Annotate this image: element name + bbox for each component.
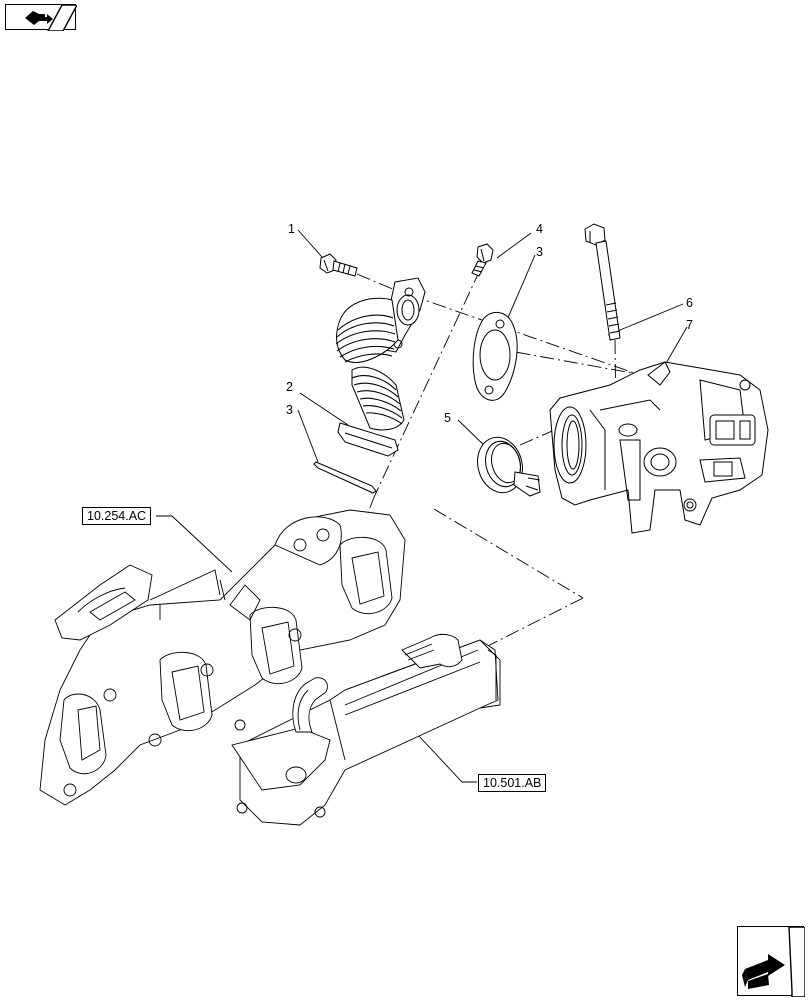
previous-section-button[interactable] [5,4,77,31]
callout-part-5: 5 [444,411,451,425]
gasket-part-3-upper [472,311,518,401]
next-page-button[interactable] [737,926,805,997]
callout-part-1: 1 [288,222,295,236]
callout-part-4: 4 [536,222,543,236]
egr-cooler-reference-link[interactable]: 10.501.AB [478,774,547,792]
callout-part-2: 2 [286,380,293,394]
long-bolt-part-6 [584,223,621,341]
callout-part-3-lower: 3 [286,403,293,417]
bolt-part-1 [319,253,358,277]
bolt-part-4 [471,243,494,277]
callout-part-3-upper: 3 [536,245,543,259]
egr-valve-part-7 [549,361,769,534]
flex-pipe-part-2 [335,277,426,457]
book-arrow-icon [25,5,77,31]
clamp-part-5 [477,436,541,497]
gasket-part-3-lower [313,461,377,494]
exhaust-manifold-reference-link[interactable]: 10.254.AC [82,507,152,525]
next-page-arrow-icon [742,927,805,997]
callout-part-7: 7 [686,318,693,332]
callout-part-6: 6 [686,296,693,310]
exhaust-manifold [39,509,406,806]
egr-cooler [231,633,501,826]
